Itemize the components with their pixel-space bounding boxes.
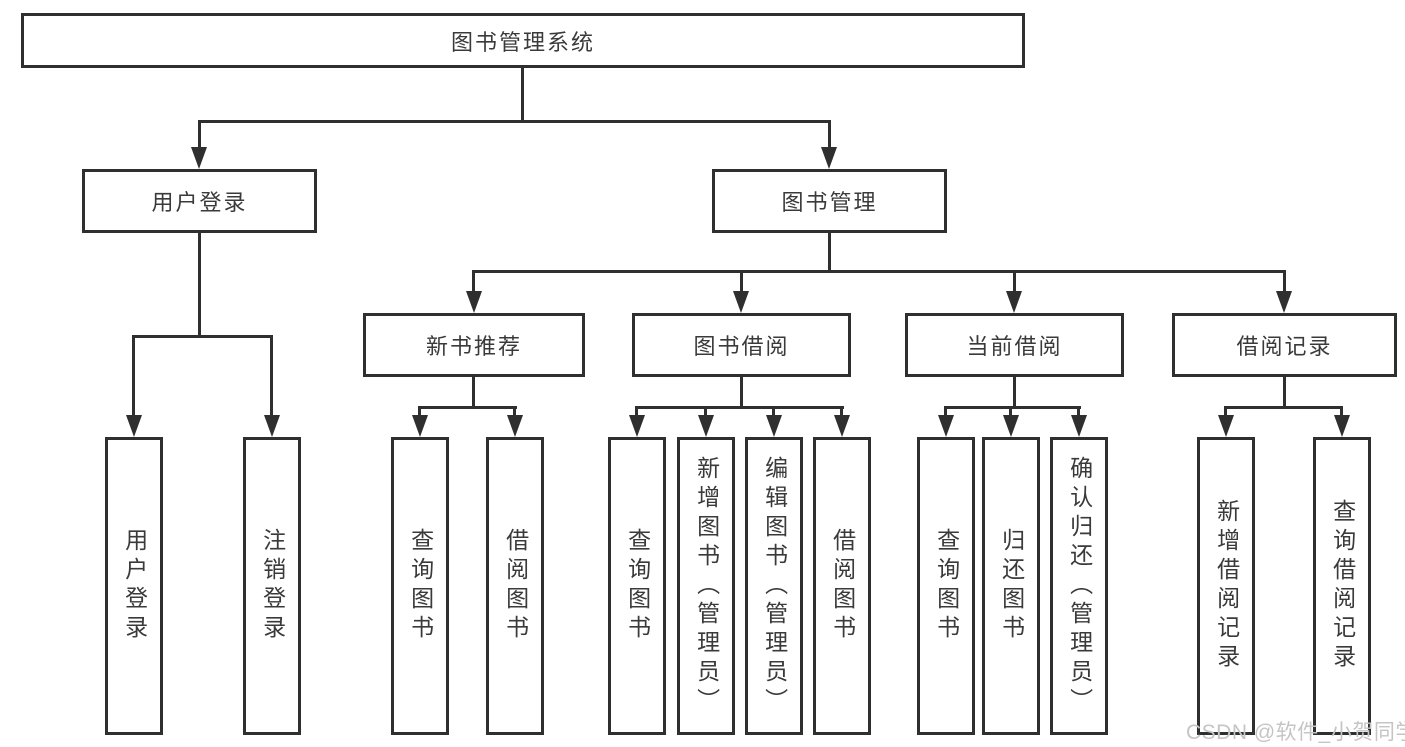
arrowhead-down-icon bbox=[733, 291, 749, 313]
leaf-add-books-admin: 新增图书（管理员） bbox=[677, 437, 735, 735]
leaf-edit-books-admin: 编辑图书（管理员） bbox=[745, 437, 803, 735]
arrowhead-down-icon bbox=[1276, 291, 1292, 313]
connector-line bbox=[198, 120, 201, 149]
connector-line bbox=[270, 335, 273, 417]
arrowhead-down-icon bbox=[629, 415, 645, 437]
leaf-label: 注销登录 bbox=[259, 528, 286, 644]
connector-line bbox=[1283, 377, 1286, 406]
node-book-borrowing: 图书借阅 bbox=[632, 313, 851, 377]
connector-line bbox=[704, 406, 707, 418]
arrowhead-down-icon bbox=[821, 147, 837, 169]
node-book-management: 图书管理 bbox=[712, 169, 947, 233]
leaf-search-books-recommend: 查询图书 bbox=[391, 437, 449, 735]
leaf-label: 归还图书 bbox=[998, 528, 1025, 644]
connector-line bbox=[840, 406, 843, 418]
leaf-search-borrow-record: 查询借阅记录 bbox=[1313, 437, 1371, 735]
connector-line bbox=[635, 406, 638, 418]
connector-line bbox=[132, 335, 273, 338]
arrowhead-down-icon bbox=[834, 415, 850, 437]
leaf-label: 确认归还（管理员） bbox=[1066, 455, 1093, 717]
connector-line bbox=[418, 406, 517, 409]
node-label: 当前借阅 bbox=[966, 334, 1063, 359]
arrowhead-down-icon bbox=[507, 415, 523, 437]
leaf-return-books: 归还图书 bbox=[982, 437, 1040, 735]
connector-line bbox=[198, 233, 201, 335]
connector-line bbox=[828, 120, 831, 149]
arrowhead-down-icon bbox=[1218, 415, 1234, 437]
connector-line bbox=[1224, 406, 1227, 418]
leaf-label: 编辑图书（管理员） bbox=[761, 455, 788, 717]
arrowhead-down-icon bbox=[1334, 415, 1350, 437]
node-label: 图书管理 bbox=[781, 190, 878, 215]
leaf-search-books-borrowing: 查询图书 bbox=[608, 437, 666, 735]
node-label: 用户登录 bbox=[151, 190, 248, 215]
arrowhead-down-icon bbox=[191, 147, 207, 169]
leaf-label: 查询借阅记录 bbox=[1329, 499, 1356, 673]
node-label: 图书管理系统 bbox=[450, 29, 595, 55]
arrowhead-down-icon bbox=[698, 415, 714, 437]
connector-line bbox=[740, 270, 743, 293]
leaf-label: 查询图书 bbox=[624, 528, 651, 644]
leaf-label: 新增图书（管理员） bbox=[693, 455, 720, 717]
leaf-confirm-return-admin: 确认归还（管理员） bbox=[1050, 437, 1108, 735]
arrowhead-down-icon bbox=[466, 291, 482, 313]
arrowhead-down-icon bbox=[938, 415, 954, 437]
leaf-label: 查询图书 bbox=[407, 528, 434, 644]
node-current-borrowing: 当前借阅 bbox=[905, 313, 1124, 377]
connector-line bbox=[944, 406, 947, 418]
connector-line bbox=[513, 406, 516, 418]
connector-line bbox=[944, 406, 1081, 409]
leaf-search-books-current: 查询图书 bbox=[917, 437, 975, 735]
csdn-watermark: CSDN @软件_小贺同学 bbox=[1186, 721, 1405, 744]
arrowhead-down-icon bbox=[1003, 415, 1019, 437]
leaf-label: 用户登录 bbox=[121, 528, 148, 644]
connector-line bbox=[132, 335, 135, 417]
connector-line bbox=[472, 377, 475, 406]
arrowhead-down-icon bbox=[264, 415, 280, 437]
node-library-management-system: 图书管理系统 bbox=[21, 13, 1025, 68]
leaf-borrow-books-recommend: 借阅图书 bbox=[486, 437, 544, 735]
connector-line bbox=[1077, 406, 1080, 418]
connector-line bbox=[740, 377, 743, 406]
arrowhead-down-icon bbox=[1006, 291, 1022, 313]
connector-line bbox=[1283, 270, 1286, 293]
connector-line bbox=[1224, 406, 1343, 409]
arrowhead-down-icon bbox=[1071, 415, 1087, 437]
leaf-label: 新增借阅记录 bbox=[1213, 499, 1240, 673]
connector-line bbox=[828, 233, 831, 270]
leaf-label: 借阅图书 bbox=[502, 528, 529, 644]
node-new-book-recommendation: 新书推荐 bbox=[363, 313, 585, 377]
node-label: 借阅记录 bbox=[1236, 334, 1333, 359]
arrowhead-down-icon bbox=[126, 415, 142, 437]
leaf-label: 借阅图书 bbox=[829, 528, 856, 644]
node-borrowing-records: 借阅记录 bbox=[1172, 313, 1397, 377]
connector-line bbox=[772, 406, 775, 418]
connector-line bbox=[418, 406, 421, 418]
connector-line bbox=[472, 270, 475, 293]
node-label: 新书推荐 bbox=[425, 334, 522, 359]
connector-line bbox=[1340, 406, 1343, 418]
connector-line bbox=[1009, 406, 1012, 418]
connector-line bbox=[635, 406, 844, 409]
arrowhead-down-icon bbox=[766, 415, 782, 437]
leaf-add-borrow-record: 新增借阅记录 bbox=[1197, 437, 1255, 735]
leaf-borrow-books: 借阅图书 bbox=[813, 437, 871, 735]
connector-line bbox=[521, 68, 524, 120]
arrowhead-down-icon bbox=[412, 415, 428, 437]
leaf-logout: 注销登录 bbox=[243, 437, 301, 735]
connector-line bbox=[198, 120, 831, 123]
leaf-user-login: 用户登录 bbox=[105, 437, 163, 735]
node-user-login: 用户登录 bbox=[82, 169, 317, 233]
node-label: 图书借阅 bbox=[693, 334, 790, 359]
connector-line bbox=[472, 270, 1286, 273]
connector-line bbox=[1013, 377, 1016, 406]
connector-line bbox=[1013, 270, 1016, 293]
leaf-label: 查询图书 bbox=[933, 528, 960, 644]
